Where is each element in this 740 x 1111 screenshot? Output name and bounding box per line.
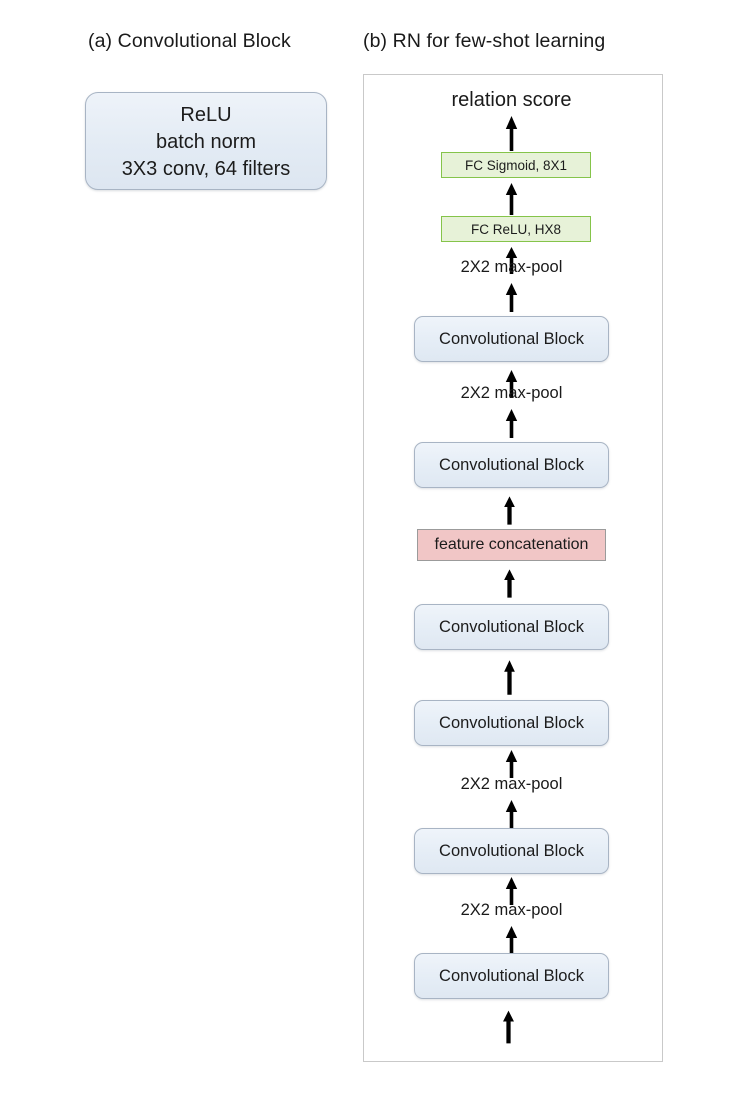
conv-block-5: Convolutional Block <box>414 828 609 874</box>
arrow-conv1-to-maxpool1 <box>505 283 518 312</box>
conv-block-4: Convolutional Block <box>414 700 609 746</box>
legend-line-batchnorm: batch norm <box>155 131 257 153</box>
conv-block-1: Convolutional Block <box>414 316 609 362</box>
arrow-maxpool-to-fcrelu <box>505 247 518 274</box>
maxpool-label-4: 2X2 max-pool <box>460 901 563 919</box>
conv-block-3: Convolutional Block <box>414 604 609 650</box>
conv-block-2: Convolutional Block <box>414 442 609 488</box>
fc-sigmoid-box: FC Sigmoid, 8X1 <box>441 152 591 178</box>
conv-block-6: Convolutional Block <box>414 953 609 999</box>
arrow-to-relation-score <box>505 116 518 151</box>
arrow-maxpool2-to-conv1 <box>505 370 518 398</box>
fc-relu-box: FC ReLU, HX8 <box>441 216 591 242</box>
legend-line-conv: 3X3 conv, 64 filters <box>121 158 291 180</box>
relation-score-label: relation score <box>451 89 572 111</box>
panel-b-title: (b) RN for few-shot learning <box>363 30 606 52</box>
feature-concatenation-box: feature concatenation <box>417 529 606 561</box>
arrow-conv2-to-maxpool2 <box>505 409 518 438</box>
arrow-conv4-to-conv3 <box>503 655 520 700</box>
arrow-fcrelu-to-fcsigmoid <box>505 183 518 215</box>
arrow-concat-to-conv2 <box>503 492 520 529</box>
arrow-conv3-to-concat <box>503 565 520 602</box>
convolutional-block-legend: ReLU batch norm 3X3 conv, 64 filters <box>85 92 327 190</box>
arrow-conv5-to-maxpool3 <box>505 800 518 828</box>
arrow-maxpool3-to-conv4 <box>505 750 518 778</box>
arrow-input-to-conv6 <box>502 1003 521 1051</box>
legend-line-relu: ReLU <box>180 104 232 126</box>
panel-a-title: (a) Convolutional Block <box>88 30 291 52</box>
maxpool-label-1: 2X2 max-pool <box>460 258 563 276</box>
arrow-maxpool4-to-conv5 <box>505 877 518 905</box>
maxpool-label-2: 2X2 max-pool <box>460 384 563 402</box>
maxpool-label-3: 2X2 max-pool <box>460 775 563 793</box>
arrow-conv6-to-maxpool4 <box>505 926 518 954</box>
